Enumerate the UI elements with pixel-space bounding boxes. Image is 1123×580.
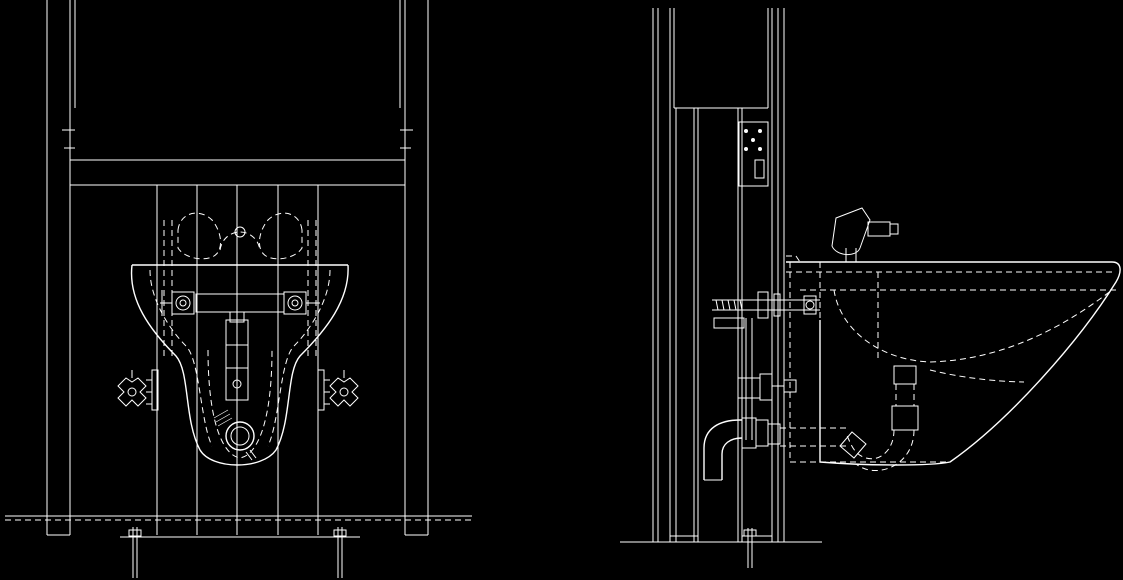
front-mixer-tap [163,212,317,360]
side-frame-posts [652,8,785,542]
side-bracket-plate [738,121,769,187]
front-left-stop-valve [117,369,159,411]
side-bidet-bowl [786,261,1121,466]
side-siphon-trap [839,365,919,472]
front-floor-anchor-bolts [128,527,347,578]
front-cross-rail [70,159,405,186]
front-elevation-view [5,0,472,578]
side-mixer-tap [786,207,899,263]
side-waste-elbow [703,417,846,481]
side-supply-pipe [737,318,797,440]
side-floor-anchor [743,528,757,568]
front-mounting-plate [160,290,320,316]
front-left-frame-post [46,0,76,536]
front-floor-line [5,515,472,538]
front-supply-pipe [225,306,249,401]
side-mounting-rod [712,291,820,329]
front-right-stop-valve [317,369,359,411]
side-section-view [620,8,1121,568]
front-inner-studs [156,185,319,535]
front-bidet-bowl [130,264,349,466]
front-waste-outlet [213,409,257,461]
front-right-frame-post [399,0,429,536]
